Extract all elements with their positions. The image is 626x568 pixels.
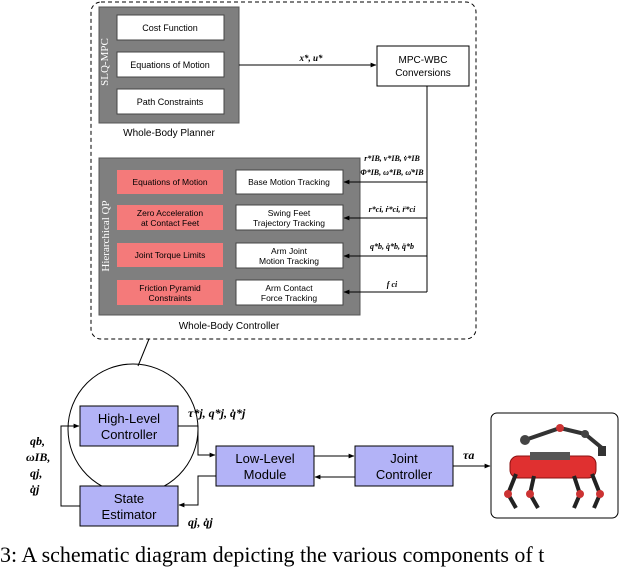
- task-3-line-0: Arm Contact: [265, 283, 313, 293]
- task-box-1: [235, 204, 344, 231]
- low-level-module-box: [215, 445, 315, 487]
- signal-0-line-1: Φ*IB, ω*IB, ω̇*IB: [360, 168, 424, 177]
- low-level-line-0: Low-Level: [235, 451, 294, 466]
- constraint-2-line-0: Joint Torque Limits: [135, 250, 206, 260]
- signal-3-line-0: f ci: [387, 280, 398, 289]
- signal-2-line-0: q*b, q̇*b, q̈*b: [370, 242, 414, 251]
- reference-signal-label: τ*j, q*j, q̇*j: [188, 406, 246, 420]
- task-1-line-0: Swing Feet: [268, 208, 311, 218]
- planner-item-equations-box: [116, 51, 225, 78]
- mpc-wbc-conversions-box: [376, 45, 470, 87]
- estimator-to-high-arrow: [60, 423, 80, 507]
- task-3-line-1: Force Tracking: [261, 293, 317, 303]
- conversions-label-line1: MPC-WBC: [399, 55, 448, 66]
- constraint-0-line-0: Equations of Motion: [132, 177, 207, 187]
- task-box-0: [235, 169, 344, 195]
- planner-item-path-constraints-box: [116, 88, 225, 115]
- task-1-line-1: Trajectory Tracking: [253, 218, 325, 228]
- conversions-label-line2: Conversions: [395, 68, 451, 79]
- planner-item-cost-function-box: [116, 14, 225, 41]
- constraint-1-line-1: at Contact Feet: [141, 218, 200, 228]
- constraint-3-line-0: Friction Pyramid: [139, 283, 201, 293]
- signal-1-line-0: r*ci, ṙ*ci, r̈*ci: [369, 205, 416, 214]
- high-level-line-0: High-Level: [98, 411, 160, 426]
- planner-item-path-constraints: Path Constraints: [137, 97, 204, 107]
- high-to-low-arrow: [178, 425, 216, 458]
- task-2-line-0: Arm Joint: [271, 246, 308, 256]
- feedback-signal-label: qj, q̇j: [188, 515, 213, 529]
- figure-caption: 3: A schematic diagram depicting the var…: [0, 542, 545, 567]
- task-2-line-1: Motion Tracking: [259, 256, 319, 266]
- constraint-box-2: [117, 243, 223, 267]
- torque-label: τa: [463, 448, 474, 462]
- constraint-3-line-1: Constraints: [149, 293, 192, 303]
- high-level-controller-box: [79, 405, 179, 447]
- constraint-box-0: [117, 170, 223, 194]
- joint-controller-line-1: Controller: [376, 467, 433, 482]
- state-label-2: qj,: [30, 466, 42, 480]
- joint-controller-line-0: Joint: [390, 451, 418, 466]
- controller-title: Whole-Body Controller: [179, 321, 280, 332]
- controller-side-label: Hierarchical QP: [100, 200, 112, 271]
- outer-dashed-frame: [90, 1, 477, 340]
- low-to-estimator-arrow: [178, 475, 216, 508]
- high-level-line-1: Controller: [101, 427, 158, 442]
- planner-title: Whole-Body Planner: [123, 128, 215, 139]
- joint-controller-box: [354, 445, 454, 487]
- state-estimator-line-0: State: [114, 491, 144, 506]
- task-box-3: [235, 279, 344, 306]
- planner-output-label: x*, u*: [298, 53, 323, 63]
- state-label-3: q̇j: [30, 482, 40, 496]
- signal-0-line-0: r*IB, v*IB, v̇*IB: [364, 154, 420, 163]
- zoom-connector-line: [137, 338, 150, 367]
- state-label-1: ωIB,: [26, 450, 50, 464]
- planner-item-cost-function: Cost Function: [142, 23, 198, 33]
- low-level-line-1: Module: [244, 467, 287, 482]
- robot-illustration: [504, 424, 606, 509]
- state-estimator-line-1: Estimator: [102, 507, 158, 522]
- planner-item-equations-of-motion: Equations of Motion: [130, 60, 210, 70]
- state-estimator-box: [79, 485, 179, 527]
- task-box-2: [235, 242, 344, 269]
- state-label-0: qb,: [30, 434, 45, 448]
- constraint-box-1: [117, 205, 223, 230]
- constraint-1-line-0: Zero Acceleration: [137, 208, 203, 218]
- planner-side-label: SLQ-MPC: [99, 38, 111, 86]
- task-0-line-0: Base Motion Tracking: [248, 177, 330, 187]
- constraint-box-3: [117, 280, 223, 305]
